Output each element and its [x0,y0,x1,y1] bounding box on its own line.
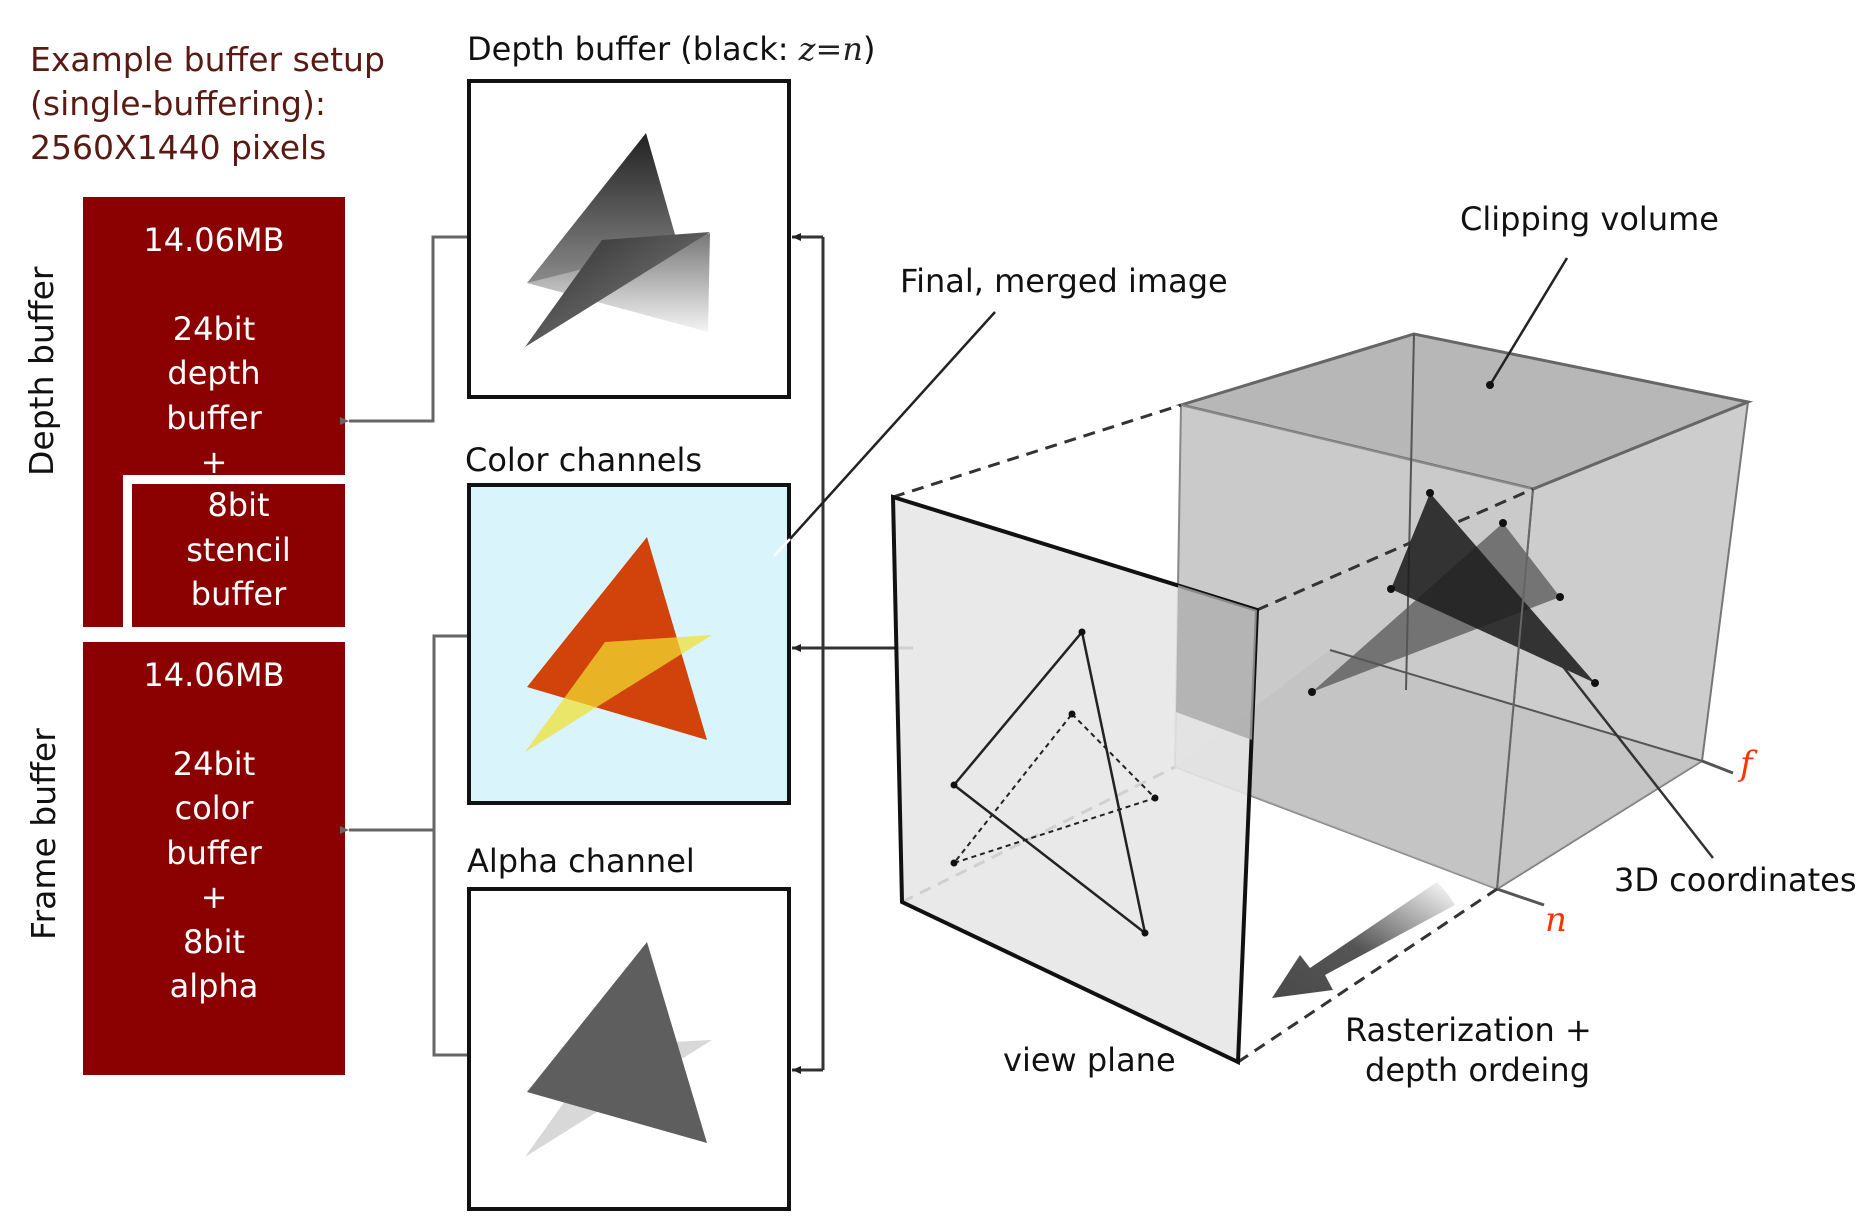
depth-buffer-block-left-strip [83,475,123,627]
stencil-block-text: 8bit stencil buffer [132,483,345,617]
color-back-triangle [525,635,712,752]
frame-block-line: buffer [166,833,262,872]
projected-triangle-solid [952,629,1147,937]
depth-panel-title: Depth buffer (black: z=n) [467,30,875,68]
depth-block-text: 14.06MB 24bit depth buffer + [83,218,345,485]
frame-block-line: 8bit [182,922,246,961]
far-axis [1701,759,1734,775]
frame-block-line: alpha [169,967,259,1005]
clip-dark-triangle [1391,493,1595,683]
header-line: Example buffer setup [30,40,385,79]
depth-buffer-side-label: Depth buffer [22,266,61,476]
frame-block-size: 14.06MB [143,656,285,694]
box-bottom-face [1175,650,1702,889]
clipping-volume [1173,257,1754,907]
alpha-panel-title: Alpha channel [467,842,695,880]
depth-panel-title-prefix: Depth buffer (black: [467,30,799,68]
rasterization-label: Rasterization + depth ordeing [1345,1011,1592,1089]
depth-block-line: buffer [166,398,262,437]
color-panel-title: Color channels [465,441,703,479]
depth-to-block-connector [340,235,468,425]
depth-block-size: 14.06MB [143,221,285,259]
view-plane-label: view plane [1003,1041,1176,1079]
rasterization-arrow [1272,882,1455,998]
rasterization-line: depth ordeing [1365,1051,1590,1089]
box-bottom-back-edge [1329,649,1703,762]
stencil-block-line: 8bit [207,486,270,524]
stencil-block-line: buffer [190,575,287,613]
near-axis [1496,887,1545,907]
color-alpha-bracket [432,634,468,1057]
rasterization-line: Rasterization + [1345,1011,1592,1049]
frustum-edge-top [892,403,1182,499]
frame-block-line: color [174,789,254,827]
clipping-volume-leader [1488,257,1569,386]
final-image-label: Final, merged image [900,262,1228,300]
projected-triangle-dashed [951,712,1157,865]
view-plane [890,494,1260,1066]
view-plane-overlap [1176,585,1257,740]
far-plane-label: f [1740,744,1753,784]
projected-vertex-dots [950,628,1159,937]
buffer-setup-header: Example buffer setup (single-buffering):… [30,38,385,170]
frame-block-text: 14.06MB 24bit color buffer + 8bit alpha [83,653,345,1009]
coords-leader [1549,649,1714,859]
depth-panel-title-math: z=n [798,30,863,68]
depth-block-line: 24bit [172,309,256,348]
stencil-block-line: stencil [186,530,291,569]
frame-buffer-block [83,642,345,1075]
depth-front-triangle-lower [525,232,710,347]
depth-buffer-block [83,197,345,475]
clipping-volume-dot [1486,381,1494,389]
header-line: (single-buffering): [30,84,326,123]
box-front-vertical-right [1496,488,1534,890]
alpha-front-triangle [527,942,707,1143]
depth-panel-title-suffix: ) [862,30,876,68]
clipping-volume-label: Clipping volume [1460,200,1719,238]
frame-block-line: + [200,878,228,916]
depth-block-line: depth [167,354,261,392]
header-line: 2560X1440 pixels [30,128,327,167]
frustum-edge-right-top [1256,487,1534,612]
coords-label: 3D coordinates [1614,861,1857,899]
near-plane-label: n [1545,900,1567,940]
frame-block-line: 24bit [172,744,256,783]
final-image-leader-tail [773,538,791,557]
frustum-edge-bottom-right [1237,887,1498,1064]
depth-block-line: + [200,443,228,481]
vertex-dots [1308,489,1599,696]
stencil-buffer-block [132,484,345,627]
frame-buffer-side-label: Frame buffer [24,728,63,940]
final-image-leader [789,311,996,540]
